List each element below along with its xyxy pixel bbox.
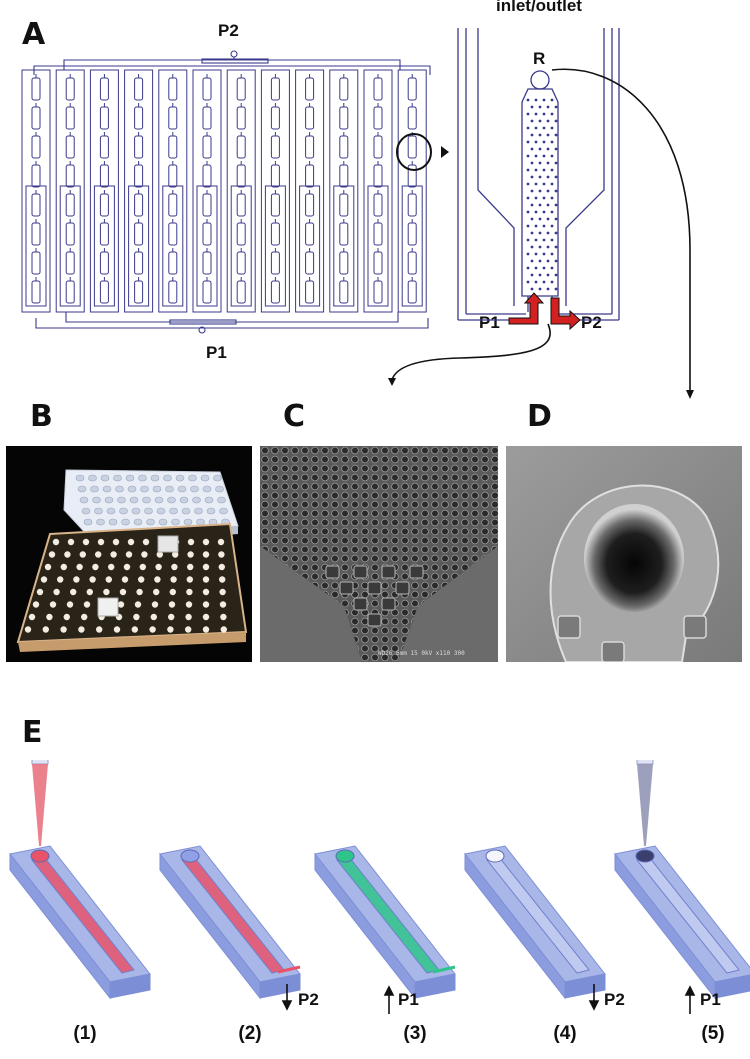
sem-pillar-array: WD26 6mm 15 0kV x110 300 [260, 446, 498, 662]
zoom-p1-label: P1 [479, 313, 500, 332]
step-5-chip [614, 760, 750, 1000]
chip-layout-overview [21, 50, 449, 334]
curve-arrowhead-left [388, 378, 396, 386]
panel-c-letter: C [283, 399, 306, 434]
sem-reservoir-hole [506, 446, 742, 662]
inlet-outlet-label: inlet/outlet [496, 0, 582, 15]
step-4-port-label: P2 [604, 990, 625, 1009]
workflow-steps [9, 760, 750, 1000]
curve-arrowhead-right [686, 390, 694, 399]
panel-e-letter: E [22, 715, 43, 750]
panel-b-letter: B [30, 399, 53, 434]
panel-a-port-bottom-label: P1 [206, 343, 227, 362]
step-3-port-label: P1 [398, 990, 419, 1009]
step-4-label: (4) [553, 1023, 577, 1044]
step-2-chip [159, 845, 301, 1000]
step-5-port-label: P1 [700, 990, 721, 1009]
step-4-chip [464, 845, 606, 1000]
chamber-detail [388, 28, 694, 399]
zoom-circle [396, 133, 432, 171]
step-5-label: (5) [701, 1023, 725, 1044]
photo-device-and-plate [6, 446, 252, 662]
reservoir-r-label: R [533, 49, 546, 68]
zoom-arrow-icon [441, 146, 449, 158]
step-3-label: (3) [403, 1023, 427, 1044]
step-1-chip [9, 760, 151, 1000]
panel-a-letter: A [22, 17, 46, 52]
panel-a-port-top-label: P2 [218, 21, 239, 40]
step-1-label: (1) [73, 1023, 97, 1044]
zoom-p2-label: P2 [581, 313, 602, 332]
panel-d-letter: D [527, 399, 552, 434]
step-2-port-label: P2 [298, 990, 319, 1009]
step-3-chip [314, 845, 456, 1000]
step-2-label: (2) [238, 1023, 262, 1044]
sem-caption: WD26 6mm 15 0kV x110 300 [378, 650, 465, 657]
